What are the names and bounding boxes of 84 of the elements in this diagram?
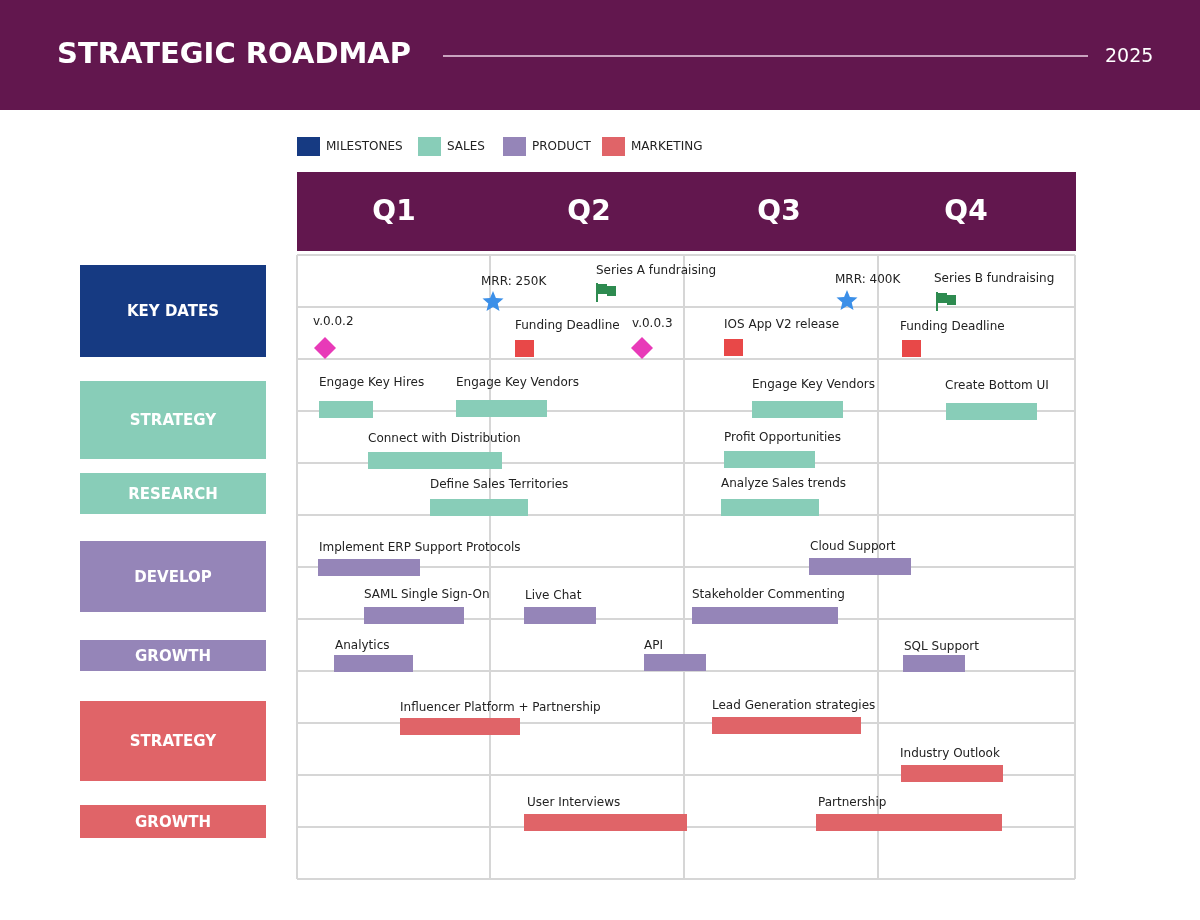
item-caption: Analyze Sales trends <box>721 476 847 490</box>
item-caption: Create Bottom UI <box>945 378 1049 392</box>
item-caption: Influencer Platform + Partnership <box>400 700 601 714</box>
timeline-bar <box>752 401 843 418</box>
row-label-box <box>80 265 266 357</box>
item-caption: API <box>644 638 663 652</box>
title: STRATEGIC ROADMAP <box>57 36 412 70</box>
quarter-label: Q1 <box>371 194 417 227</box>
item-caption: Stakeholder Commenting <box>692 587 845 601</box>
quarter-label: Q2 <box>566 194 612 227</box>
item-caption: Cloud Support <box>810 539 896 553</box>
item-caption: Analytics <box>335 638 390 652</box>
legend-label: SALES <box>447 139 485 153</box>
timeline-bar <box>400 718 520 735</box>
star-icon <box>481 290 505 312</box>
timeline-bar <box>334 655 413 672</box>
row-label: GROWTH <box>135 646 211 665</box>
timeline-bar <box>430 499 528 516</box>
quarter-label: Q3 <box>756 194 802 227</box>
row-label: STRATEGY <box>129 732 217 750</box>
item-caption: Engage Key Vendors <box>456 375 579 389</box>
flag-icon <box>936 292 956 311</box>
timeline-bar <box>319 401 373 418</box>
row-label-box <box>80 805 266 838</box>
item-caption: Lead Generation strategies <box>712 698 876 712</box>
item-caption: Implement ERP Support Protocols <box>319 540 521 554</box>
milestone-diamond <box>314 337 336 359</box>
timeline-bar <box>901 765 1003 782</box>
timeline-bar <box>809 558 911 575</box>
item-caption: v.0.0.2 <box>313 314 354 328</box>
quarter-label: Q4 <box>943 194 989 227</box>
timeline-bar <box>712 717 861 734</box>
flag-icon <box>596 283 616 302</box>
legend-label: MARKETING <box>631 139 703 153</box>
item-caption: Series A fundraising <box>596 263 717 277</box>
timeline-bar <box>644 654 706 671</box>
item-caption: IOS App V2 release <box>724 317 840 331</box>
item-caption: Connect with Distribution <box>368 431 521 445</box>
row-label: STRATEGY <box>129 411 217 429</box>
deadline-square <box>515 340 534 357</box>
item-caption: MRR: 250K <box>481 274 547 288</box>
item-caption: Live Chat <box>525 588 582 602</box>
timeline-bar <box>524 814 687 831</box>
timeline-bar <box>318 559 420 576</box>
item-caption: SQL Support <box>904 639 979 653</box>
item-caption: Funding Deadline <box>900 319 1005 333</box>
legend-label: MILESTONES <box>326 139 403 153</box>
timeline-bar <box>524 607 596 624</box>
timeline-bar <box>456 400 547 417</box>
row-label: DEVELOP <box>134 567 212 586</box>
timeline-bar <box>364 607 464 624</box>
item-caption: Series B fundraising <box>934 271 1055 285</box>
item-caption: MRR: 400K <box>835 272 901 286</box>
timeline-bar <box>368 452 502 469</box>
year-label: 2025 <box>1105 44 1154 66</box>
deadline-square <box>724 339 743 356</box>
timeline-bar <box>816 814 1002 831</box>
item-caption: Funding Deadline <box>515 318 620 332</box>
item-caption: User Interviews <box>527 795 621 809</box>
item-caption: Partnership <box>818 795 887 809</box>
legend-label: PRODUCT <box>532 139 591 153</box>
item-caption: Industry Outlook <box>900 746 1000 760</box>
item-caption: Profit Opportunities <box>724 430 841 444</box>
timeline-bar <box>692 607 838 624</box>
star-icon <box>835 289 859 311</box>
timeline-bar <box>721 499 819 516</box>
item-caption: SAML Single Sign-On <box>364 587 490 601</box>
milestone-diamond <box>631 337 653 359</box>
deadline-square <box>902 340 921 357</box>
row-label-box <box>80 381 266 459</box>
row-label-box <box>80 541 266 612</box>
row-label-box <box>80 473 266 514</box>
timeline-bar <box>903 655 965 672</box>
timeline-bar <box>946 403 1037 420</box>
item-caption: Engage Key Vendors <box>752 377 875 391</box>
item-caption: Engage Key Hires <box>319 375 425 389</box>
item-caption: Define Sales Territories <box>430 477 569 491</box>
row-label: KEY DATES <box>126 302 220 320</box>
row-label: RESEARCH <box>128 484 218 503</box>
item-caption: v.0.0.3 <box>632 316 673 330</box>
timeline-bar <box>724 451 815 468</box>
row-label-box <box>80 640 266 671</box>
row-label: GROWTH <box>135 812 211 831</box>
row-label-box <box>80 701 266 781</box>
